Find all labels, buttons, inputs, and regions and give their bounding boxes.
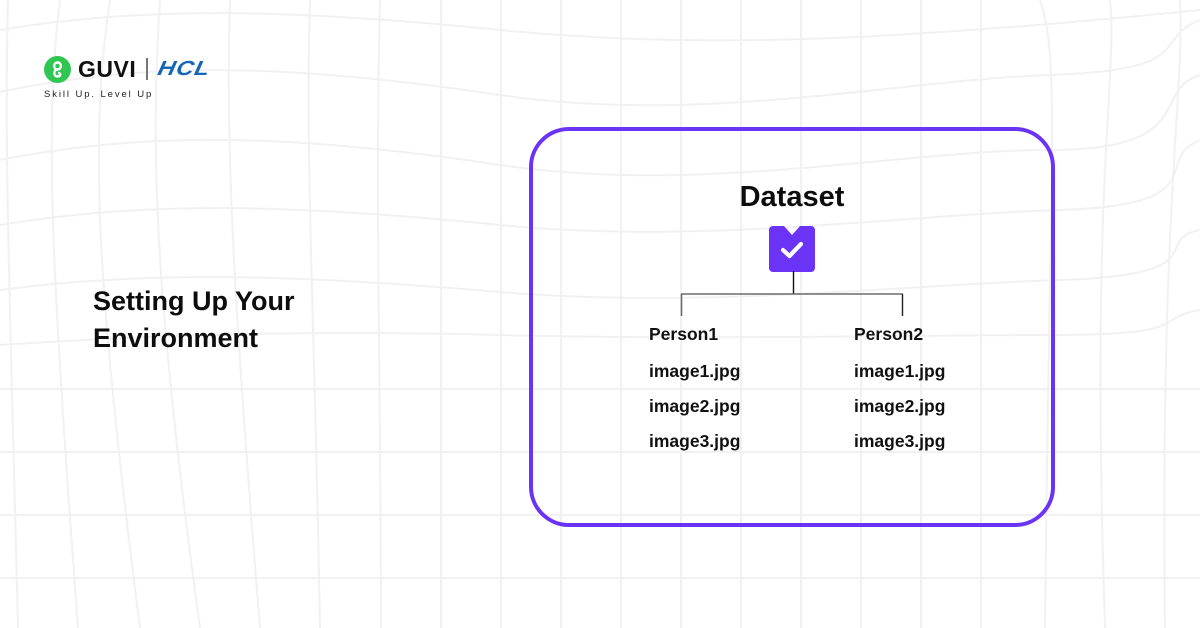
file-item: image1.jpg [854,361,946,381]
page-title-line2: Environment [93,323,259,353]
file-item: image1.jpg [649,361,741,381]
dataset-root-label: Dataset [739,181,845,213]
page-title-line1: Setting Up Your [93,286,295,316]
brand-divider [146,58,148,80]
page-title: Setting Up Your Environment [93,283,295,357]
file-item: image2.jpg [854,396,946,416]
file-item: image3.jpg [854,431,946,451]
brand-lockup: GUVI HCL Skill Up. Level Up [44,55,213,100]
tree-branch-person1: Person1 image1.jpg image2.jpg image3.jpg [649,323,740,459]
file-item: image3.jpg [649,431,741,451]
branch-label: Person1 [649,324,719,344]
brand-tagline: Skill Up. Level Up [44,89,154,100]
tree-branch-person2: Person2 image1.jpg image2.jpg image3.jpg [854,323,945,459]
guvi-wordmark: GUVI [78,55,137,82]
folder-check-icon [769,226,815,277]
branch-label: Person2 [854,324,924,344]
diagram-card [529,127,1055,527]
guvi-knot-icon [44,55,71,83]
file-item: image2.jpg [649,396,741,416]
